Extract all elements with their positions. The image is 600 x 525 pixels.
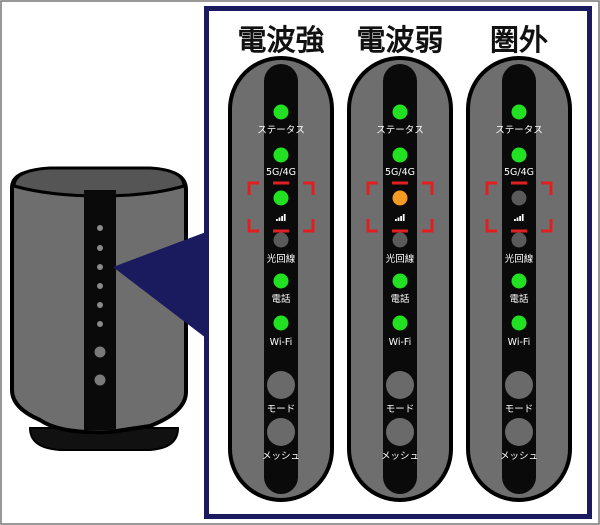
led-label: 電話 bbox=[509, 293, 529, 305]
led-indicator bbox=[511, 190, 527, 206]
led-indicator bbox=[511, 147, 527, 163]
router-button-dot bbox=[94, 374, 106, 386]
led-indicator bbox=[273, 190, 289, 206]
signal-bar bbox=[400, 216, 402, 221]
signal-bar bbox=[276, 219, 278, 221]
signal-bars-icon bbox=[514, 214, 524, 221]
led-label: 5G/4G bbox=[266, 167, 296, 178]
led-indicator bbox=[273, 232, 289, 248]
router-front-strip bbox=[84, 190, 116, 430]
led-label: ステータス bbox=[376, 125, 424, 136]
led-label: Wi-Fi bbox=[270, 337, 293, 348]
bracket-bottom-right bbox=[422, 219, 434, 233]
led-label: Wi-Fi bbox=[508, 337, 531, 348]
led-indicator bbox=[273, 273, 289, 289]
button-label: モード bbox=[267, 404, 296, 415]
highlight-brackets bbox=[485, 181, 553, 233]
button-label: メッシュ bbox=[262, 451, 300, 462]
bracket-bottom-right bbox=[303, 219, 315, 233]
router-top bbox=[12, 166, 186, 198]
led-indicator bbox=[273, 147, 289, 163]
router-base bbox=[28, 427, 180, 451]
router-led-dot bbox=[97, 225, 103, 231]
bracket-bottom-left bbox=[485, 219, 497, 233]
led-label: 光回線 bbox=[505, 253, 534, 265]
led-label: 光回線 bbox=[386, 253, 415, 265]
led-label: ステータス bbox=[257, 125, 305, 136]
signal-bar bbox=[283, 214, 286, 221]
signal-bar bbox=[397, 217, 400, 221]
button-label: メッシュ bbox=[381, 451, 419, 462]
signal-bar bbox=[278, 217, 281, 221]
signal-bars-icon bbox=[395, 214, 405, 221]
led-label: 5G/4G bbox=[504, 167, 534, 178]
led-indicator bbox=[392, 273, 408, 289]
led-indicator bbox=[511, 273, 527, 289]
router-led-dot bbox=[97, 283, 103, 289]
bracket-bottom-right bbox=[541, 219, 553, 233]
led-label: 電話 bbox=[390, 293, 410, 305]
router-button bbox=[267, 418, 295, 446]
router-button bbox=[386, 371, 414, 399]
router-device bbox=[10, 166, 188, 451]
bracket-top-left bbox=[366, 181, 378, 195]
signal-bars-icon bbox=[276, 214, 286, 221]
callout-pointer bbox=[113, 232, 206, 338]
column-title: 圏外 bbox=[490, 23, 548, 57]
signal-bar bbox=[514, 219, 516, 221]
router-led-dot bbox=[97, 264, 103, 270]
router-led-dot bbox=[97, 302, 103, 308]
bracket-top-left bbox=[485, 181, 497, 195]
led-indicator bbox=[392, 104, 408, 120]
signal-bar bbox=[395, 219, 397, 221]
router-button bbox=[505, 371, 533, 399]
button-label: モード bbox=[505, 404, 534, 415]
bracket-bottom-left bbox=[366, 219, 378, 233]
signal-bar bbox=[519, 216, 521, 221]
led-label: 光回線 bbox=[267, 253, 296, 265]
led-indicator bbox=[392, 315, 408, 331]
signal-bar bbox=[521, 214, 524, 221]
button-label: モード bbox=[386, 404, 415, 415]
led-indicator bbox=[511, 104, 527, 120]
highlight-brackets bbox=[366, 181, 434, 233]
router-button bbox=[267, 371, 295, 399]
led-indicator bbox=[392, 190, 408, 206]
bracket-top-right bbox=[303, 181, 315, 195]
bracket-bottom-left bbox=[247, 219, 259, 233]
router-led-dot bbox=[97, 245, 103, 251]
led-indicator bbox=[392, 147, 408, 163]
led-indicator bbox=[511, 315, 527, 331]
led-label: 電話 bbox=[271, 293, 291, 305]
column-title: 電波弱 bbox=[356, 23, 443, 57]
led-indicator bbox=[273, 104, 289, 120]
router-button-dot bbox=[94, 346, 106, 358]
router-led-dot bbox=[97, 321, 103, 327]
bracket-top-right bbox=[422, 181, 434, 195]
led-label: 5G/4G bbox=[385, 167, 415, 178]
bracket-top-left bbox=[247, 181, 259, 195]
led-label: Wi-Fi bbox=[389, 337, 412, 348]
led-indicator bbox=[511, 232, 527, 248]
led-indicator bbox=[273, 315, 289, 331]
bracket-top-right bbox=[541, 181, 553, 195]
column-title: 電波強 bbox=[237, 23, 324, 57]
led-indicator bbox=[392, 232, 408, 248]
signal-bar bbox=[402, 214, 405, 221]
signal-bar bbox=[516, 217, 519, 221]
router-button bbox=[505, 418, 533, 446]
signal-bar bbox=[281, 216, 283, 221]
button-label: メッシュ bbox=[500, 451, 538, 462]
led-label: ステータス bbox=[495, 125, 543, 136]
highlight-brackets bbox=[247, 181, 315, 233]
router-button bbox=[386, 418, 414, 446]
